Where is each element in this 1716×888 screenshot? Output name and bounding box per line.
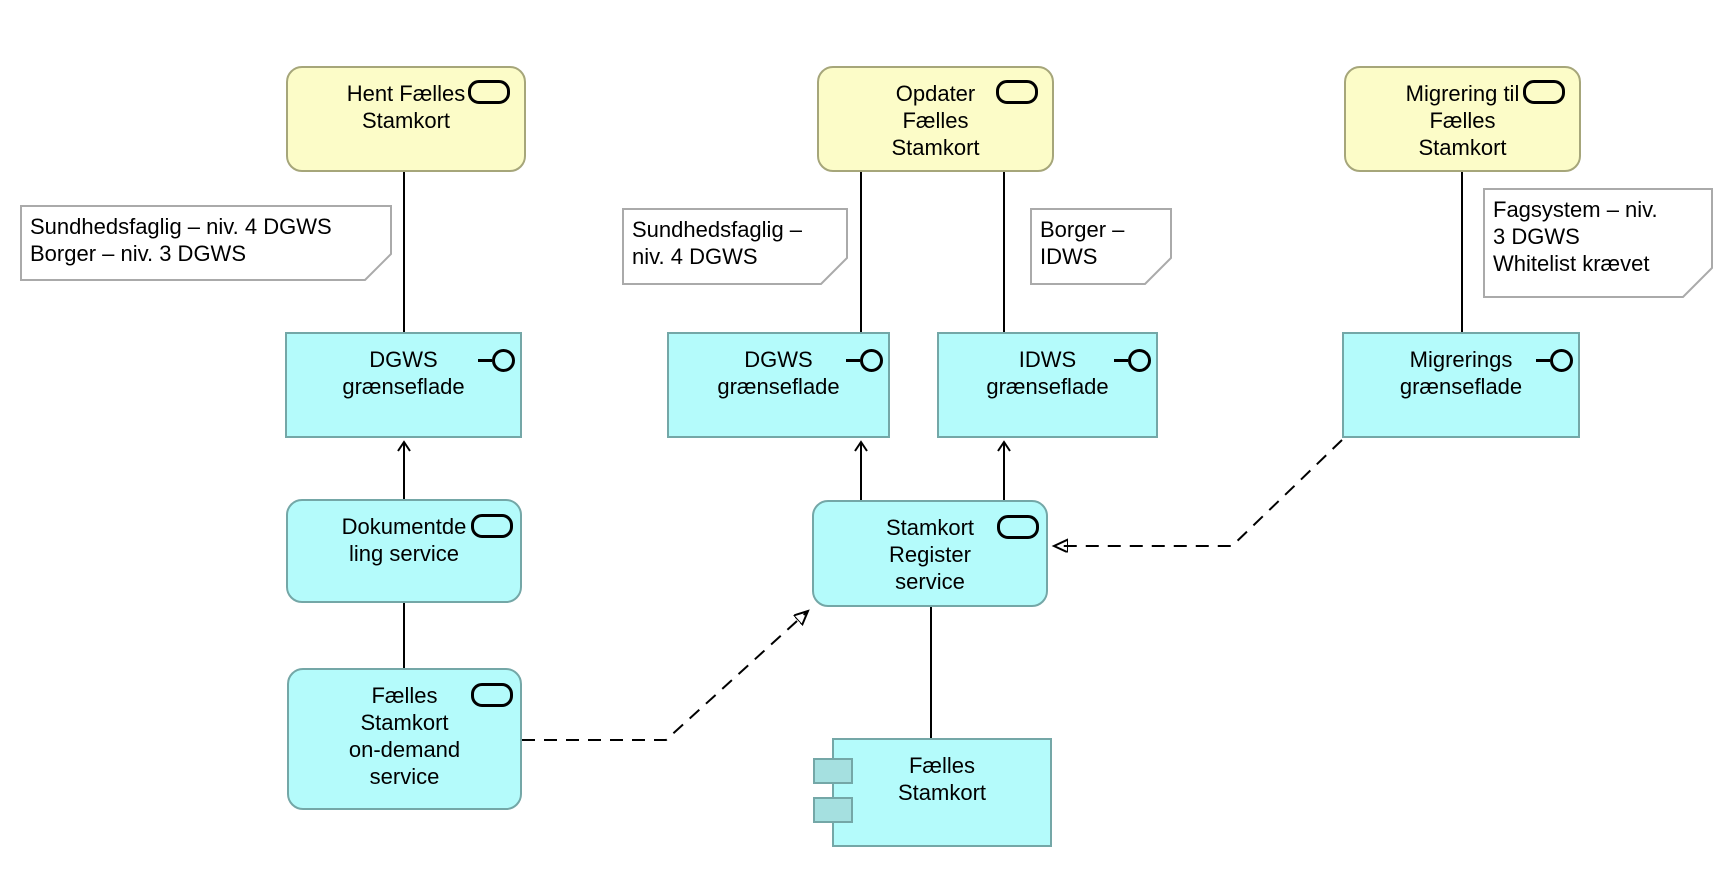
- interface-lollipop-icon: [1536, 349, 1573, 372]
- interface-label: DGWS grænseflade: [342, 347, 465, 399]
- service-label: Opdater Fælles Stamkort: [891, 81, 980, 160]
- service-stamkort-register[interactable]: Stamkort Register service: [812, 500, 1048, 607]
- component-tab-icon: [813, 758, 853, 784]
- note-text: Borger – IDWS: [1040, 217, 1125, 269]
- interface-migrerings-graenseflade[interactable]: Migrerings grænseflade: [1342, 332, 1580, 438]
- note-borger-idws[interactable]: Borger – IDWS: [1030, 208, 1172, 285]
- component-tab-icon: [813, 797, 853, 823]
- interface-label: Migrerings grænseflade: [1399, 347, 1523, 399]
- note-text: Sundhedsfaglig – niv. 4 DGWS: [632, 217, 803, 269]
- note-text: Fagsystem – niv. 3 DGWS Whitelist krævet: [1493, 197, 1658, 276]
- note-sundhedsfaglig-borger[interactable]: Sundhedsfaglig – niv. 4 DGWS Borger – ni…: [20, 205, 392, 281]
- service-icon: [997, 515, 1039, 539]
- service-faelles-stamkort-on-demand[interactable]: Fælles Stamkort on-demand service: [287, 668, 522, 810]
- service-label: Stamkort Register service: [885, 515, 975, 594]
- dashed-arrow-ondemand-register: [522, 611, 808, 741]
- note-fagsystem-whitelist[interactable]: Fagsystem – niv. 3 DGWS Whitelist krævet: [1483, 188, 1713, 298]
- interface-lollipop-icon: [478, 349, 515, 372]
- service-label: Fælles Stamkort on-demand service: [348, 683, 461, 789]
- service-dokumentdeling[interactable]: Dokumentde ling service: [286, 499, 522, 603]
- service-icon: [1523, 80, 1565, 104]
- interface-lollipop-icon: [1114, 349, 1151, 372]
- service-label: Hent Fælles Stamkort: [346, 81, 466, 133]
- service-icon: [996, 80, 1038, 104]
- service-icon: [471, 514, 513, 538]
- interface-idws-graenseflade[interactable]: IDWS grænseflade: [937, 332, 1158, 438]
- component-body: [832, 738, 1052, 847]
- component-label: Fælles Stamkort: [897, 753, 987, 805]
- service-icon: [468, 80, 510, 104]
- note-text: Sundhedsfaglig – niv. 4 DGWS Borger – ni…: [30, 214, 332, 266]
- interface-lollipop-icon: [846, 349, 883, 372]
- interface-dgws-graenseflade-left[interactable]: DGWS grænseflade: [285, 332, 522, 438]
- interface-label: IDWS grænseflade: [986, 347, 1109, 399]
- component-faelles-stamkort[interactable]: Fælles Stamkort: [813, 738, 1052, 847]
- service-icon: [471, 683, 513, 707]
- service-opdater-faelles-stamkort[interactable]: Opdater Fælles Stamkort: [817, 66, 1054, 172]
- interface-label: DGWS grænseflade: [717, 347, 840, 399]
- interface-dgws-graenseflade-mid[interactable]: DGWS grænseflade: [667, 332, 890, 438]
- service-migrering-til-faelles-stamkort[interactable]: Migrering til Fælles Stamkort: [1344, 66, 1581, 172]
- dashed-arrow-migrerings-register: [1054, 439, 1343, 546]
- service-hent-faelles-stamkort[interactable]: Hent Fælles Stamkort: [286, 66, 526, 172]
- service-label: Migrering til Fælles Stamkort: [1405, 81, 1520, 160]
- service-label: Dokumentde ling service: [341, 514, 467, 566]
- note-sundhedsfaglig-niv4[interactable]: Sundhedsfaglig – niv. 4 DGWS: [622, 208, 848, 285]
